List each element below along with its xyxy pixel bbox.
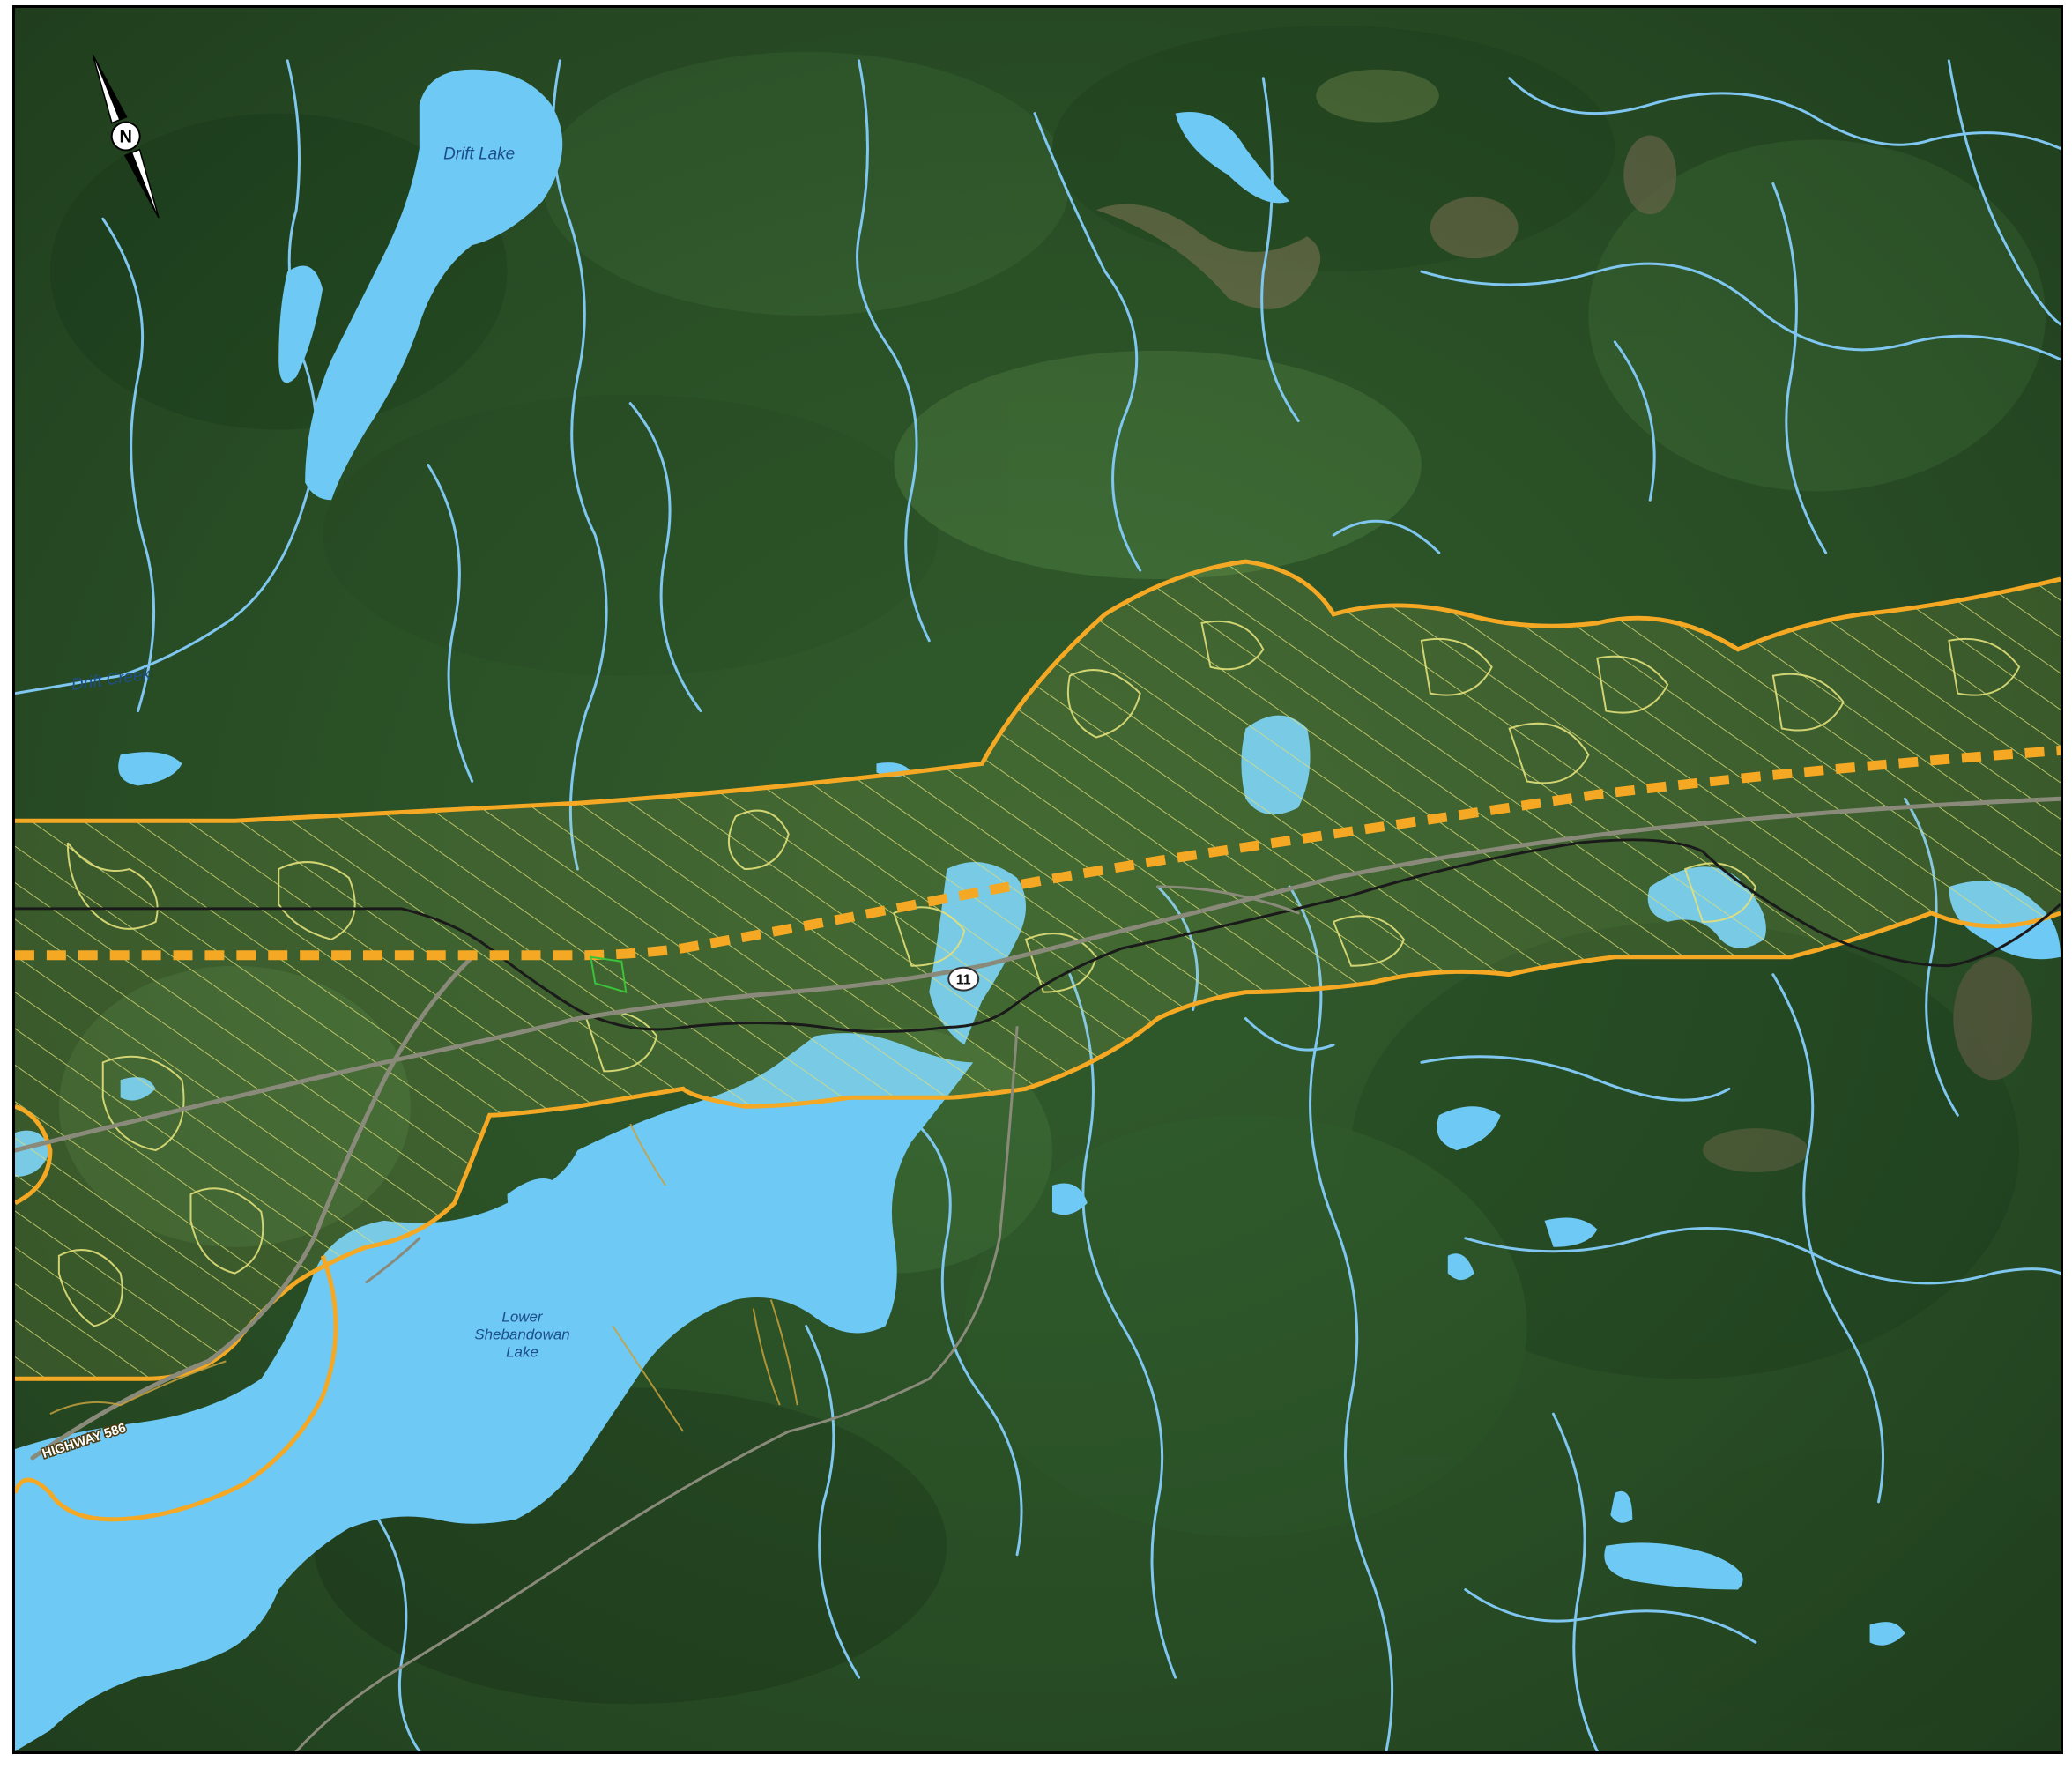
satellite-map[interactable]: 11 Drift Lake Drift Creek Lower Shebando… [15, 8, 2061, 1751]
highway-586 [30, 955, 475, 1461]
railway-line [15, 838, 2061, 1033]
corridor-boundary-west [15, 1104, 53, 1206]
lower-shebandowan-lake [15, 1033, 974, 1751]
highway-11-shield: 11 [947, 966, 980, 992]
map-frame: 11 Drift Lake Drift Creek Lower Shebando… [12, 5, 2063, 1754]
highway-11-label: 11 [956, 973, 971, 988]
proposed-route-centerline [15, 745, 2061, 961]
lower-lake-label-line2: Shebandowan [474, 1326, 569, 1342]
streams [15, 59, 2061, 1751]
green-parcel [590, 955, 628, 993]
north-arrow-letter: N [119, 128, 131, 147]
drift-lake [305, 69, 563, 501]
lower-lake-label-line1: Lower [501, 1308, 544, 1325]
lower-lake-label-line3: Lake [506, 1343, 538, 1360]
drift-lake-label: Drift Lake [443, 145, 515, 163]
access-trails [49, 1123, 798, 1432]
lake-boundary-loop [15, 1254, 338, 1522]
study-corridor [15, 561, 2061, 1379]
north-arrow-icon: N [92, 54, 160, 219]
corridor-boundary [15, 559, 2061, 1381]
